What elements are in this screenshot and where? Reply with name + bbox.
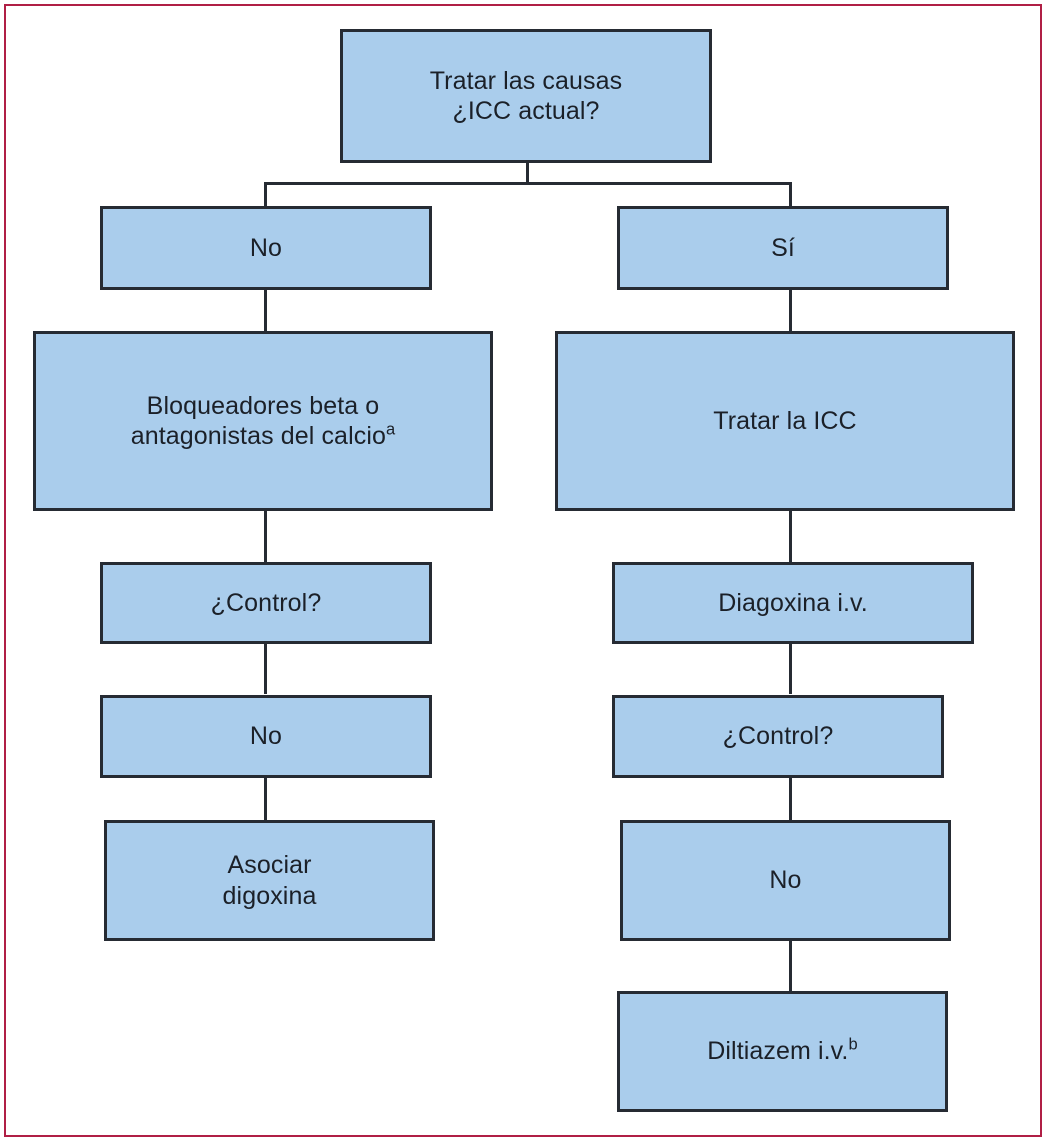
node-left-control[interactable]: ¿Control? [100,562,432,644]
node-label: Sí [771,233,795,262]
node-label-line2: digoxina [222,881,317,910]
connector-right-no-to-right-outcome [789,941,792,992]
footnote-marker-a: a [385,420,396,439]
node-label: Diltiazem i.v.b [628,1036,937,1067]
node-diagoxina-iv[interactable]: Diagoxina i.v. [612,562,974,644]
node-label: Diagoxina i.v. [718,588,868,617]
node-tratar-las-causas[interactable]: Tratar las causas¿ICC actual? [340,29,712,163]
node-branch-si[interactable]: Sí [617,206,949,290]
node-label: Tratar las causas¿ICC actual? [351,66,701,127]
connector-root-to-bus [526,161,529,184]
node-right-no[interactable]: No [620,820,951,941]
node-label: ¿Control? [210,588,322,617]
node-tratar-la-icc[interactable]: Tratar la ICC [555,331,1015,511]
connector-left-no-to-left-outcome [264,777,267,821]
node-label: No [769,866,802,895]
footnote-marker-b: b [848,1035,858,1054]
connector-left-control-to-left-no [264,643,267,694]
connector-bus-to-branch-si [789,182,792,207]
node-left-no[interactable]: No [100,695,432,778]
node-label-line1: Tratar las causas [429,66,623,95]
node-label-text: Diltiazem i.v. [707,1037,849,1066]
node-label: No [249,722,283,751]
connector-right-treatment-to-right-digoxin [789,509,792,563]
node-label: No [249,233,283,262]
node-label-line1: Asociar [227,851,312,879]
connector-right-control-to-right-no [789,777,792,821]
node-label-line1: Bloqueadores beta o [146,391,380,420]
node-branch-no[interactable]: No [100,206,432,290]
node-label-line2: antagonistas del calcio [130,422,386,450]
connector-branch-no-to-left-treatment [264,288,267,332]
connector-split-bus [264,182,792,185]
node-label-line2: ¿ICC actual? [452,97,600,125]
connector-branch-si-to-right-treatment [789,288,792,332]
connector-right-digoxin-to-right-control [789,643,792,694]
node-right-control[interactable]: ¿Control? [612,695,944,778]
connector-bus-to-branch-no [264,182,267,207]
node-label: Tratar la ICC [713,406,857,435]
node-diltiazem-iv[interactable]: Diltiazem i.v.b [617,991,948,1112]
connector-left-treatment-to-left-control [264,509,267,563]
node-label: ¿Control? [722,722,834,751]
